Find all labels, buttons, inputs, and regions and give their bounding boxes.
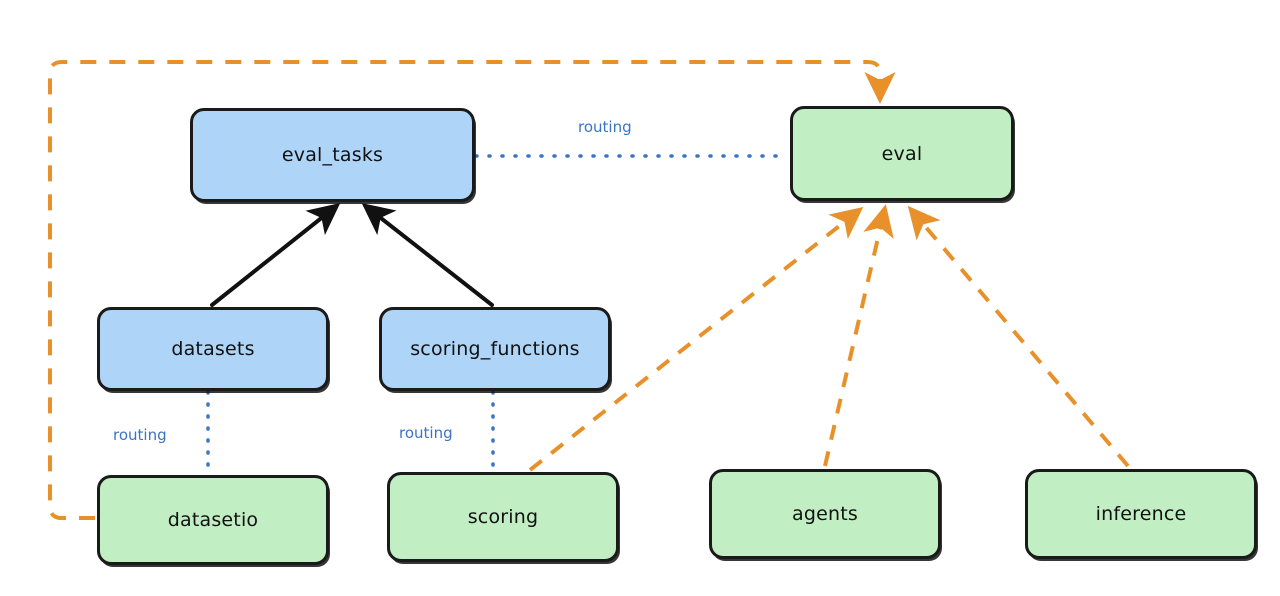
node-label: inference <box>1095 503 1187 525</box>
edge-label-routing-eval: routing <box>578 118 632 136</box>
edge-label-routing-datasetio: routing <box>113 426 167 444</box>
node-inference[interactable]: inference <box>1025 469 1257 559</box>
node-datasetio[interactable]: datasetio <box>97 475 329 565</box>
node-label: eval_tasks <box>281 144 384 166</box>
node-scoring[interactable]: scoring <box>387 472 619 562</box>
node-label: datasetio <box>167 509 259 531</box>
edge-inference-eval <box>907 205 1130 468</box>
node-label: datasets <box>171 338 255 360</box>
node-label: scoring_functions <box>410 338 580 360</box>
node-label: eval <box>881 142 923 165</box>
edge-datasetio-eval <box>48 60 896 520</box>
node-eval-tasks[interactable]: eval_tasks <box>190 108 475 202</box>
edge-scoring-functions-eval-tasks <box>361 203 494 307</box>
edge-datasets-eval-tasks <box>210 203 341 307</box>
node-datasets[interactable]: datasets <box>97 307 329 391</box>
edge-agents-eval <box>823 204 894 467</box>
node-label: scoring <box>467 506 539 528</box>
node-label: agents <box>792 503 858 525</box>
node-eval[interactable]: eval <box>790 106 1014 201</box>
node-scoring-functions[interactable]: scoring_functions <box>379 307 611 391</box>
edge-label-routing-scoring: routing <box>399 424 453 442</box>
node-agents[interactable]: agents <box>709 469 941 559</box>
